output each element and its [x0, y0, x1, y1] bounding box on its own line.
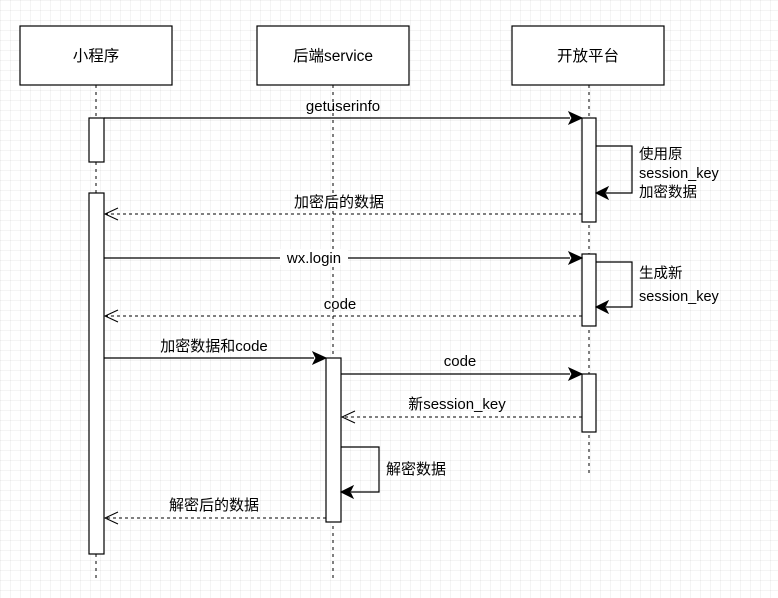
label-background — [280, 249, 348, 265]
arrow-head — [103, 207, 119, 221]
message-label: 解密后的数据 — [169, 497, 259, 514]
arrow-head — [567, 366, 584, 382]
message-encrypted-data-return: 加密后的数据 — [103, 194, 582, 221]
message-label: 加密后的数据 — [294, 194, 384, 211]
participant-label: 小程序 — [73, 47, 120, 65]
arrow-head — [311, 350, 328, 366]
message-encrypted-data-and-code: 加密数据和code — [104, 338, 328, 366]
participant-label: 开放平台 — [557, 47, 619, 65]
participant-box — [19, 25, 173, 86]
message-label: wx.login — [286, 250, 341, 267]
self-call-label-line: 加密数据 — [639, 184, 697, 201]
self-call-line — [341, 446, 380, 493]
activation-platform-1 — [581, 117, 597, 223]
activation-miniprogram-2 — [88, 192, 105, 555]
participant-box — [256, 25, 410, 86]
arrow-head — [594, 185, 610, 201]
activation-platform-3 — [581, 373, 597, 433]
self-call-encrypt: 使用原 session_key 加密数据 — [594, 145, 720, 201]
arrow-head — [103, 309, 119, 323]
message-decrypted-data-return: 解密后的数据 — [103, 497, 326, 525]
participant-miniprogram: 小程序 — [19, 25, 173, 86]
message-label: 新session_key — [408, 396, 506, 413]
arrow-head — [340, 410, 356, 424]
activation-backend — [325, 357, 342, 523]
message-label: 加密数据和code — [160, 338, 268, 355]
participant-label: 后端service — [293, 47, 373, 65]
self-call-line — [596, 261, 633, 308]
message-label: getuserinfo — [306, 98, 380, 115]
message-label: code — [444, 353, 477, 370]
message-getuserinfo: getuserinfo — [104, 98, 584, 126]
message-code-to-platform: code — [341, 353, 584, 382]
message-label: code — [324, 296, 357, 313]
arrow-head — [567, 250, 584, 266]
participant-backend: 后端service — [256, 25, 410, 86]
arrow-head — [567, 110, 584, 126]
self-call-label-line: 使用原 — [639, 146, 683, 163]
self-call-label-line: session_key — [639, 166, 720, 182]
self-call-label-line: 解密数据 — [386, 461, 446, 478]
self-call-generate-key: 生成新 session_key — [594, 261, 720, 315]
participant-platform: 开放平台 — [511, 25, 665, 86]
arrow-head — [103, 511, 119, 525]
self-call-label-line: 生成新 — [639, 265, 683, 282]
activation-platform-2 — [581, 253, 597, 327]
participant-box — [511, 25, 665, 86]
message-new-session-key-return: 新session_key — [340, 396, 582, 424]
arrow-head — [594, 299, 610, 315]
message-wx-login: wx.login — [104, 249, 584, 267]
arrow-head — [339, 484, 355, 500]
message-code-return: code — [103, 296, 582, 323]
self-call-line — [596, 145, 633, 194]
self-call-label-line: session_key — [639, 289, 720, 305]
activation-miniprogram-1 — [88, 117, 105, 163]
self-call-decrypt: 解密数据 — [339, 446, 446, 500]
